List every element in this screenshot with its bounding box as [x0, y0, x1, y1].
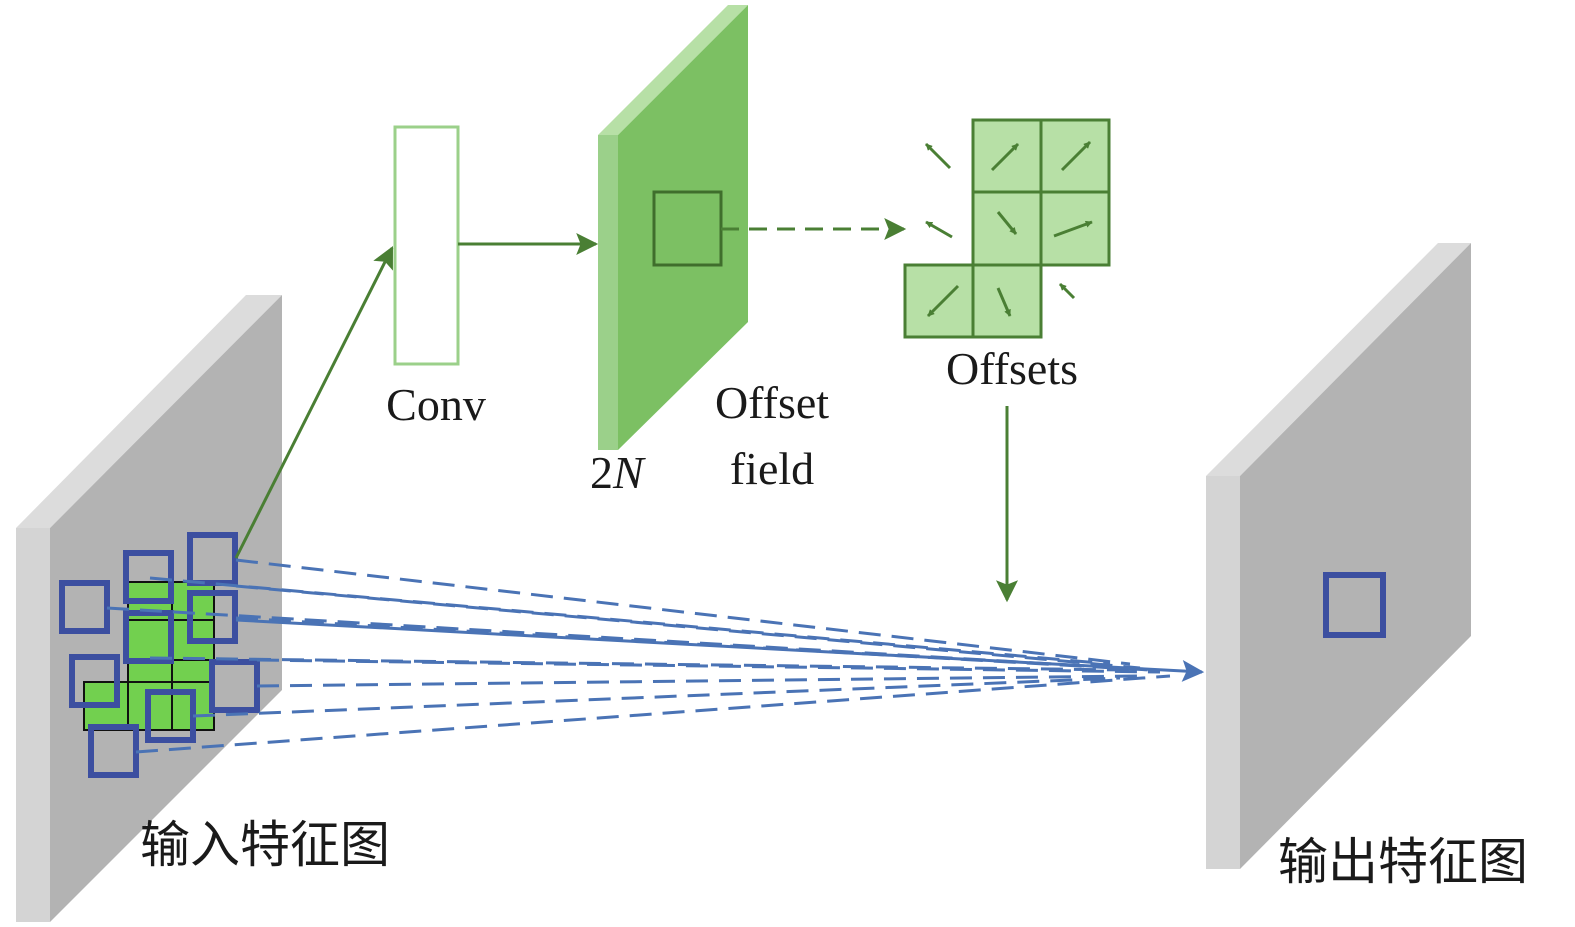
offset-vector	[1053, 220, 1093, 238]
conv-block	[393, 125, 460, 366]
offset-vector	[924, 142, 952, 170]
offsets-grid	[903, 118, 1111, 339]
projection-line	[192, 676, 1121, 718]
sampling-box	[187, 590, 238, 644]
output-panel-face	[1240, 243, 1471, 869]
offset-vector	[996, 211, 1018, 235]
sampling-box	[123, 610, 174, 664]
output-panel-side-edge	[1206, 476, 1240, 869]
input-panel-top-edge	[16, 295, 282, 528]
projection-line	[235, 584, 1141, 670]
offset-vector	[1060, 140, 1092, 172]
projection-line	[256, 674, 1141, 688]
projection-main-arrow	[235, 618, 1205, 682]
offset-field-top	[598, 5, 748, 135]
offset-field-label-line2: field	[730, 443, 814, 494]
projection-line	[149, 576, 1111, 666]
offset-vector	[926, 284, 960, 318]
offset-cell	[971, 190, 1043, 267]
sampling-box	[69, 654, 120, 708]
sampling-box	[59, 580, 110, 634]
offset-field	[598, 5, 748, 450]
offset-vector	[925, 220, 953, 239]
conv-label: Conv	[386, 379, 486, 430]
output-sample-box	[1323, 572, 1386, 638]
offset-field-face	[618, 5, 748, 450]
deformed-sampling-boxes	[59, 532, 260, 778]
output-panel-top-edge	[1206, 243, 1471, 476]
sampling-box	[123, 550, 174, 604]
offset-cell	[903, 263, 975, 339]
offset-field-label-line1: Offset	[715, 377, 829, 428]
output-feature-map-label: 输出特征图	[1278, 833, 1528, 891]
channels-label: 2N	[590, 447, 646, 498]
projection-line	[135, 674, 1171, 754]
offset-vector	[990, 142, 1020, 172]
offsets-label: Offsets	[946, 343, 1078, 394]
offset-vectors	[924, 140, 1093, 318]
offset-vector	[996, 287, 1012, 317]
input-panel-side-edge	[16, 528, 50, 922]
projection-line	[256, 658, 1161, 674]
offset-cell	[971, 263, 1043, 339]
projection-lines	[106, 558, 1205, 754]
output-feature-map	[1206, 243, 1471, 869]
sampling-box	[187, 532, 238, 586]
input-feature-map	[16, 295, 282, 922]
projection-line	[235, 558, 1131, 666]
input-to-conv-arrow	[234, 246, 394, 559]
offset-field-side	[598, 135, 618, 450]
input-feature-map-label: 输入特征图	[140, 816, 390, 874]
offset-vector	[1058, 282, 1076, 300]
